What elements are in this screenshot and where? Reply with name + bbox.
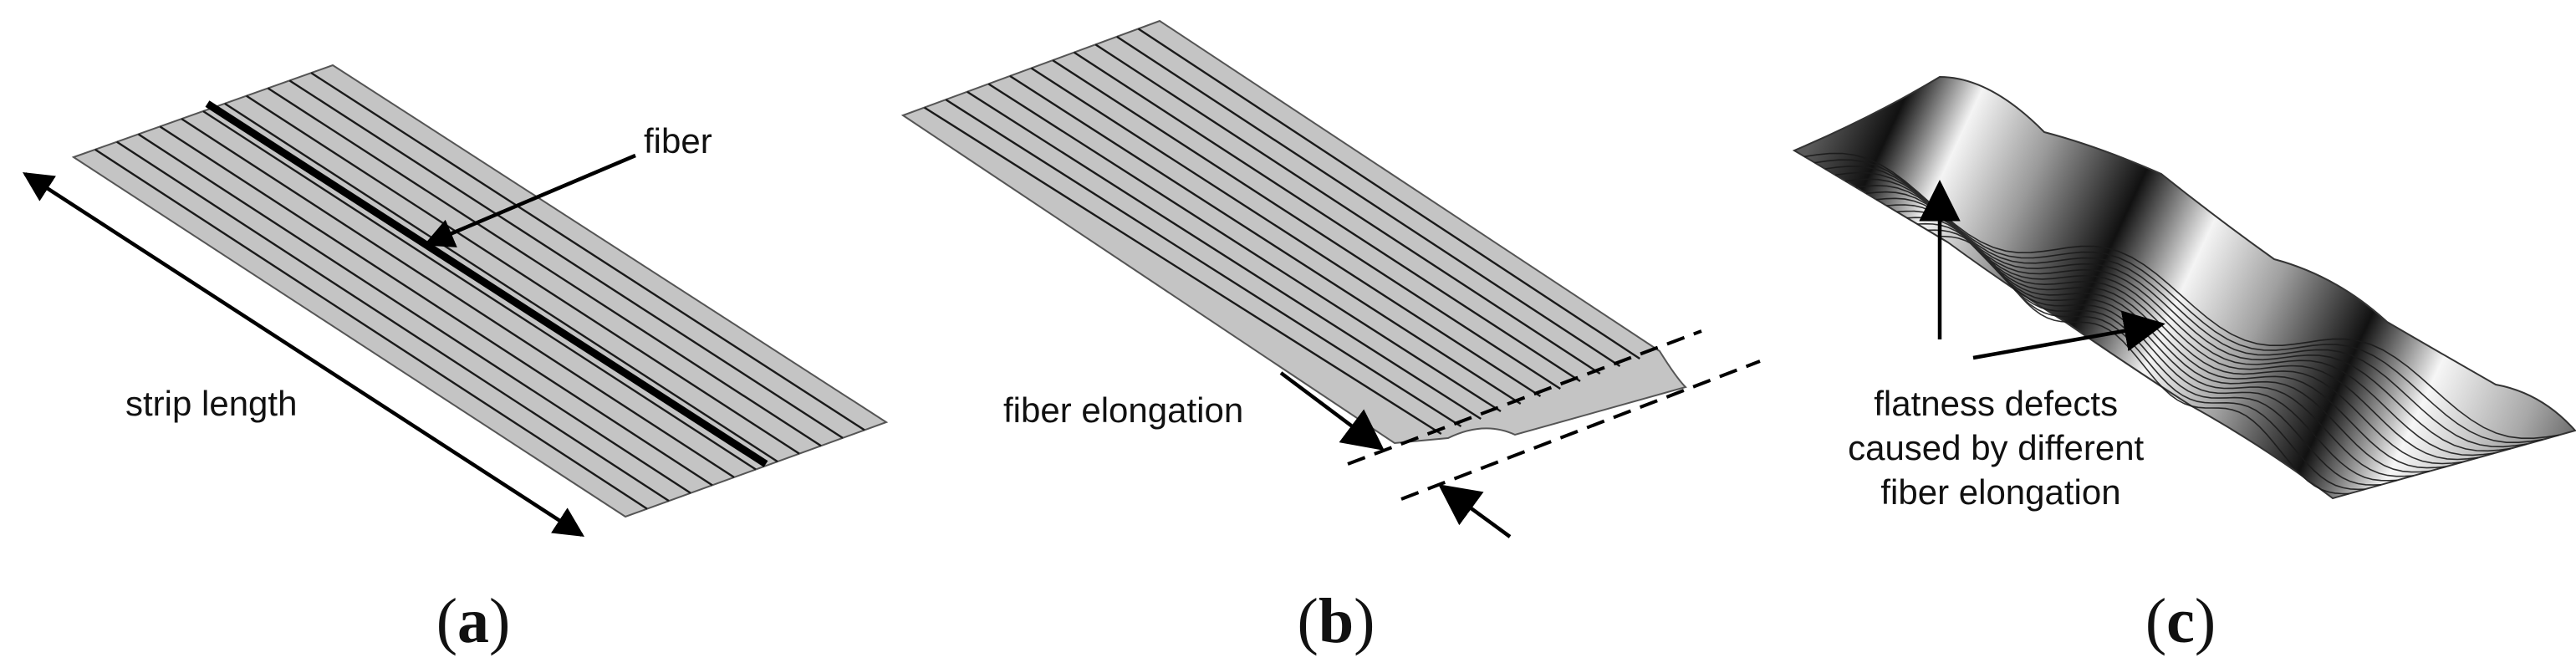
elongation-dashed-line-upper [1347,329,1702,466]
caption-a: (a) [436,586,511,656]
panel-c: flatness defects caused by different fib… [1792,75,2576,656]
fiber-line-b [1030,67,1542,398]
strip-length-arrow [22,172,585,537]
fiber-line-c [1927,229,2365,491]
panel-b: fiber elongation (b) [900,19,1761,656]
fiber-line-b [1116,35,1621,368]
fiber-line-b [945,99,1462,428]
fiber-lines-a [94,72,865,510]
fiber-line-c [1917,222,2382,486]
flatness-defects-label: flatness defects caused by different fib… [1848,384,2154,512]
fiber-line-b [1074,51,1581,383]
strip-b [900,19,1687,445]
caption-b: (b) [1298,586,1375,656]
fiber-lines-b [923,28,1640,436]
strip-length-label: strip length [125,384,297,423]
elongation-arrow-lower [1438,484,1512,538]
fiber-line-b [1009,74,1522,405]
fiber-line-c [1937,235,2349,495]
caption-c: (c) [2145,586,2216,656]
wavy-strip [1792,75,2576,500]
fiber-line-b [1094,43,1601,375]
fiber-label: fiber [644,121,712,161]
fiber-line-b [1137,28,1640,360]
fiber-elongation-label: fiber elongation [1003,390,1243,430]
fiber-line-a [310,72,865,431]
fiber-line-b [923,106,1442,436]
fiber-line-b [967,90,1482,421]
elongation-arrow-upper [1279,371,1385,451]
panel-a: fiber strip length (a) [22,64,889,656]
fiber-line-b [987,83,1502,413]
fiber-line-b [1052,59,1561,390]
defect-arrow-2 [1972,310,2165,360]
elongation-dashed-line-lower [1400,359,1761,501]
